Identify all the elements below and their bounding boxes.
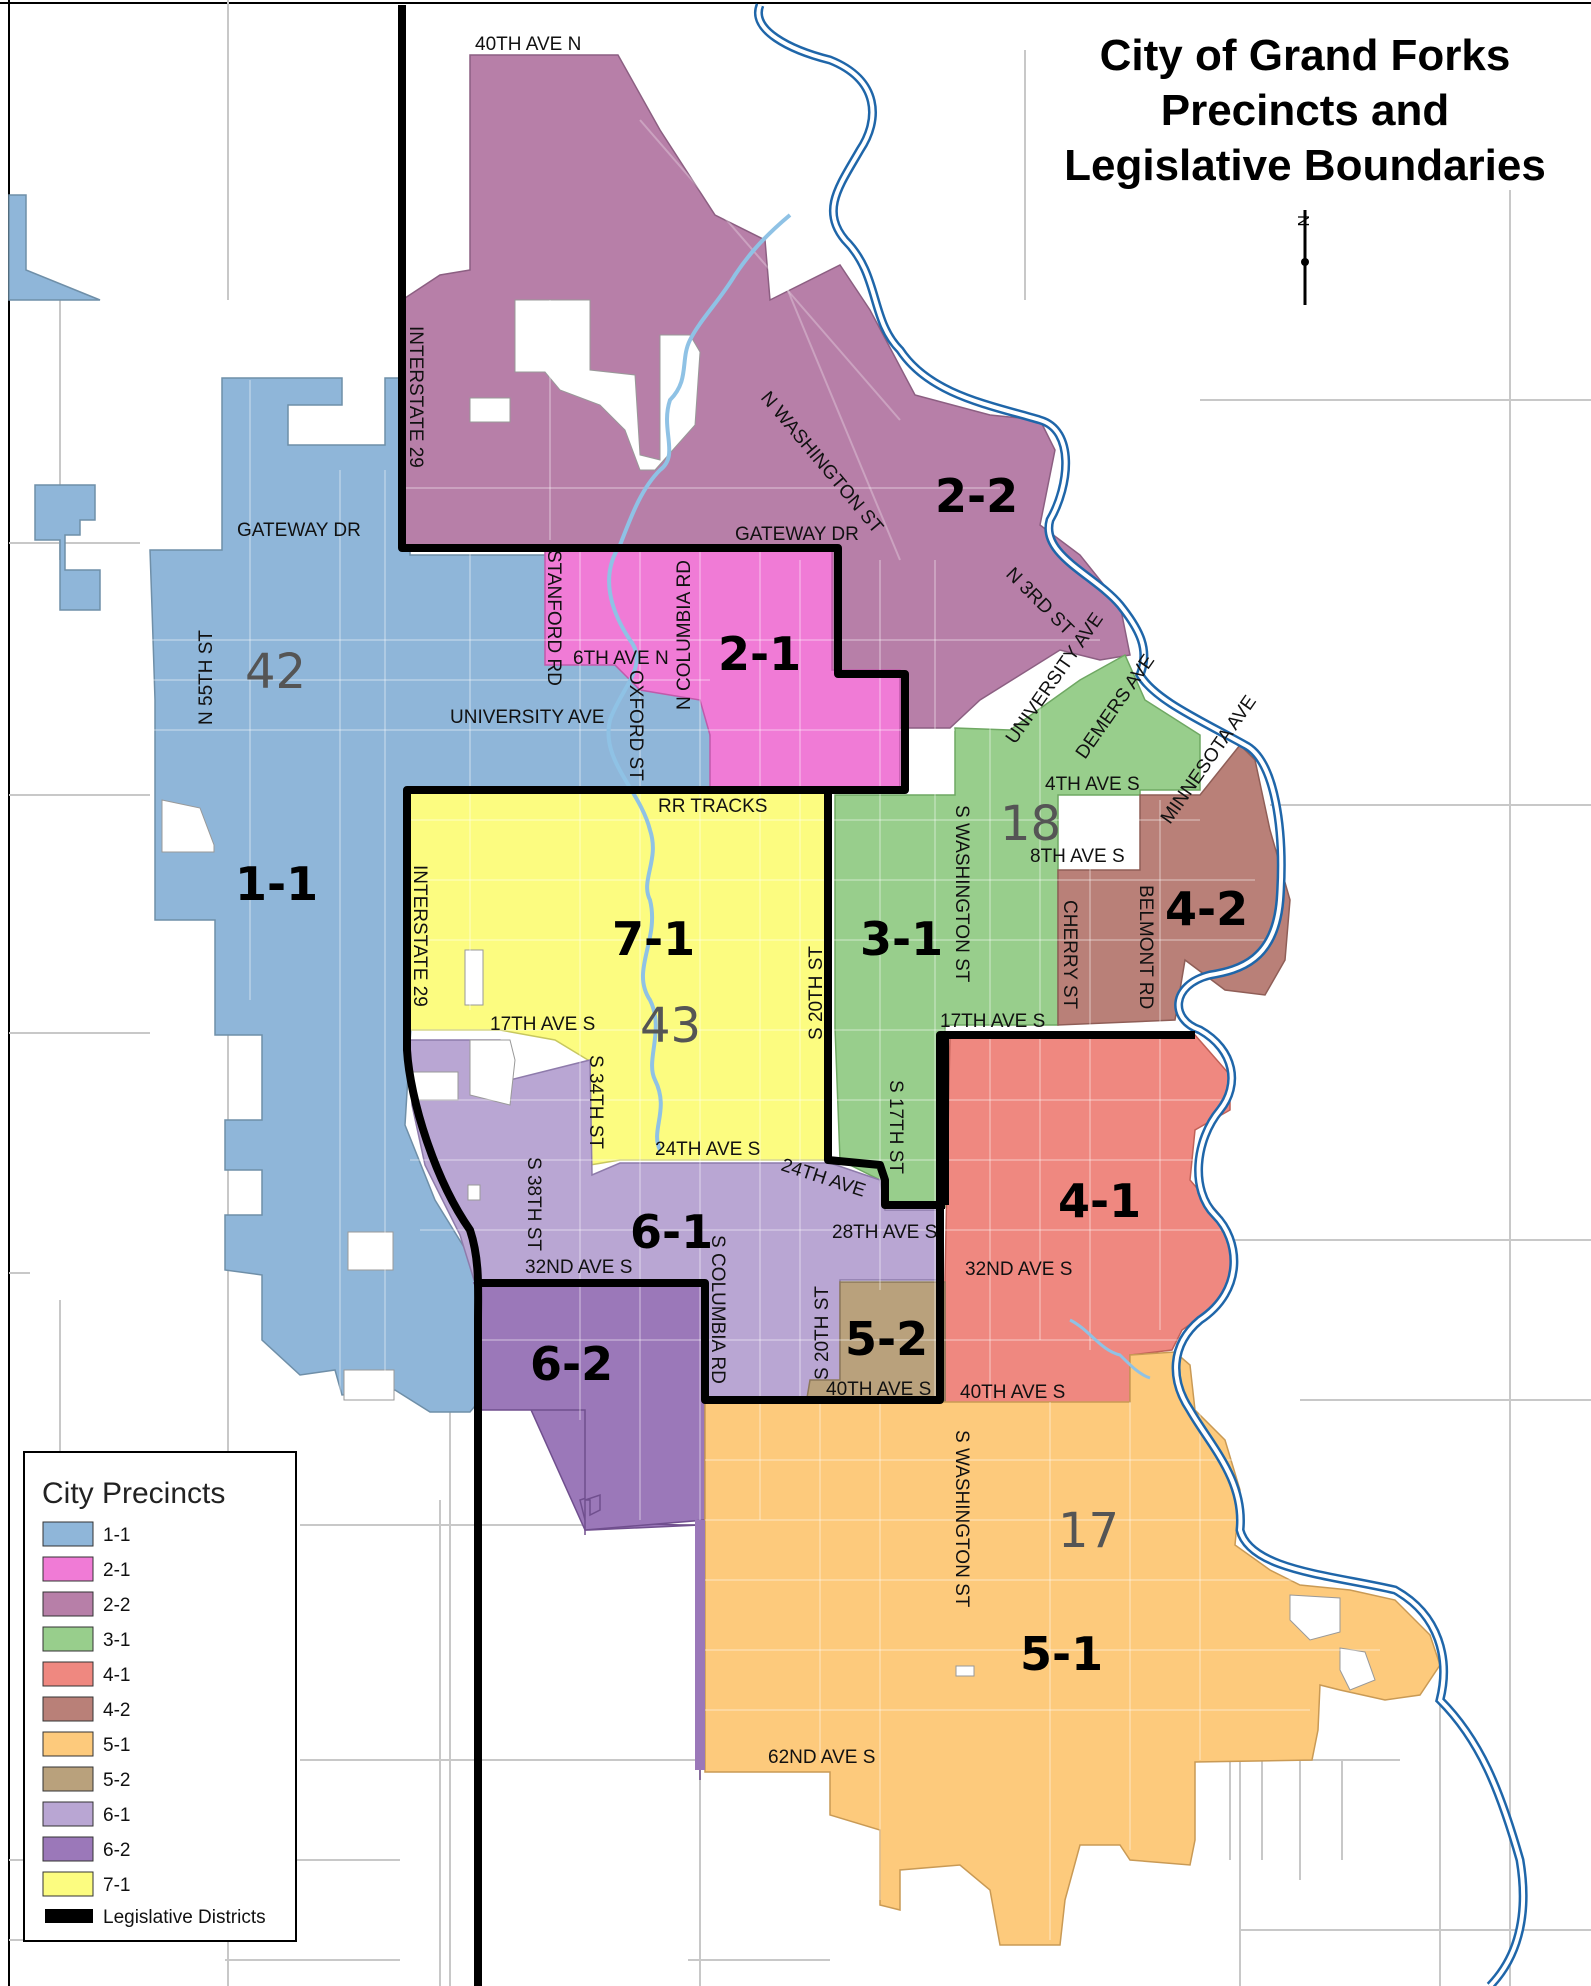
precinct-label-3-1: 3-1 [860, 912, 943, 966]
legend-label-5-1: 5-1 [103, 1735, 130, 1756]
precinct-label-5-1: 5-1 [1020, 1627, 1103, 1681]
precinct-labels: 1-1 2-1 2-2 3-1 4-1 4-2 5-1 5-2 6-1 6-2 … [235, 469, 1248, 1681]
legend-swatch-3-1 [42, 1626, 94, 1652]
precinct-label-2-1: 2-1 [718, 627, 801, 681]
precinct-2-1 [544, 547, 901, 788]
street-label: UNIVERSITY AVE [450, 707, 605, 728]
street-label: 62ND AVE S [768, 1747, 875, 1768]
legend-label-2-2: 2-2 [103, 1595, 130, 1616]
precinct-5-1 [704, 1351, 1441, 1946]
legend-label-7-1: 7-1 [103, 1875, 130, 1896]
legend-swatch-1-1 [42, 1521, 94, 1547]
legend-swatch-4-2 [42, 1696, 94, 1722]
legend-swatch-5-2 [42, 1766, 94, 1792]
precinct-label-1-1: 1-1 [235, 857, 318, 911]
legend-label-6-2: 6-2 [103, 1840, 130, 1861]
legend-label-2-1: 2-1 [103, 1560, 130, 1581]
precinct-6-2-body [474, 1282, 706, 1531]
legend-label-4-1: 4-1 [103, 1665, 130, 1686]
precinct-label-6-2: 6-2 [530, 1337, 613, 1391]
legend-swatch-2-1 [42, 1556, 94, 1582]
legend-swatch-5-1 [42, 1731, 94, 1757]
street-label: 8TH AVE S [1030, 846, 1125, 867]
street-label: 24TH AVE S [655, 1139, 760, 1160]
street-label: CHERRY ST [1059, 900, 1080, 1009]
street-label: STANFORD RD [543, 550, 564, 686]
legend: City Precincts 1-1 2-1 2-2 3-1 4-1 4-2 5-1 5-2 6… [23, 1451, 297, 1942]
street-label: S 38TH ST [523, 1157, 544, 1251]
precinct-label-6-1: 6-1 [630, 1205, 713, 1259]
street-label: S WASHINGTON ST [951, 805, 972, 983]
street-label: S 20TH ST [812, 1286, 833, 1380]
precinct-6-2-strip [695, 1520, 705, 1770]
legend-swatch-4-1 [42, 1661, 94, 1687]
legend-swatch-2-2 [42, 1591, 94, 1617]
precinct-1-1-west-parcels [8, 194, 101, 611]
precinct-label-4-1: 4-1 [1058, 1174, 1141, 1228]
street-label: INTERSTATE 29 [405, 326, 426, 468]
svg-text:N: N [1294, 215, 1311, 227]
street-label: 40TH AVE N [475, 34, 581, 55]
street-label: N COLUMBIA RD [674, 560, 695, 710]
street-label: 17TH AVE S [490, 1014, 595, 1035]
street-label: GATEWAY DR [237, 520, 361, 541]
street-label: S 17TH ST [885, 1080, 906, 1174]
map-title-line-3: Legislative Boundaries [1064, 141, 1546, 190]
legend-swatch-6-2 [42, 1836, 94, 1862]
district-number-17: 17 [1058, 1503, 1119, 1559]
street-label: 32ND AVE S [525, 1257, 632, 1278]
legend-swatch-district [45, 1909, 93, 1923]
legend-swatch-6-1 [42, 1801, 94, 1827]
legend-label-5-2: 5-2 [103, 1770, 130, 1791]
legend-label-district: Legislative Districts [103, 1907, 266, 1928]
street-label: S 20TH ST [806, 946, 827, 1040]
street-label: S WASHINGTON ST [951, 1430, 972, 1608]
legend-label-6-1: 6-1 [103, 1805, 130, 1826]
legend-label-1-1: 1-1 [103, 1525, 130, 1546]
english-coulee [606, 213, 792, 1151]
street-label: INTERSTATE 29 [409, 865, 430, 1007]
legend-title: City Precincts [42, 1477, 225, 1510]
street-label: 28TH AVE S [832, 1222, 937, 1243]
legislative-district-lines [398, 5, 1195, 1986]
map-title-line-2: Precincts and [1161, 86, 1450, 135]
precinct-label-7-1: 7-1 [612, 912, 695, 966]
street-label: 32ND AVE S [965, 1259, 1072, 1280]
district-number-42: 42 [245, 644, 306, 700]
legend-swatch-7-1 [42, 1871, 94, 1897]
street-label: 17TH AVE S [940, 1011, 1045, 1032]
street-label: BELMONT RD [1135, 885, 1156, 1009]
street-network [152, 54, 1380, 1940]
street-label: OXFORD ST [625, 670, 646, 781]
precinct-label-2-2: 2-2 [935, 469, 1018, 523]
district-numbers: 42 18 43 17 [245, 644, 1119, 1559]
coulee-branch [1069, 1318, 1151, 1380]
legend-label-4-2: 4-2 [103, 1700, 130, 1721]
street-label: S COLUMBIA RD [707, 1235, 728, 1384]
street-label: 40TH AVE S [826, 1379, 931, 1400]
precinct-label-5-2: 5-2 [845, 1312, 928, 1366]
street-label: 40TH AVE S [960, 1382, 1065, 1403]
legend-label-3-1: 3-1 [103, 1630, 130, 1651]
north-arrow-icon: N [1294, 210, 1311, 305]
precinct-label-4-2: 4-2 [1165, 882, 1248, 936]
street-label: 6TH AVE N [573, 648, 669, 669]
street-label: RR TRACKS [658, 796, 767, 817]
street-label: S 34TH ST [585, 1055, 606, 1149]
street-label: GATEWAY DR [735, 524, 859, 545]
red-river-fill [756, 4, 1526, 1986]
unincorporated-holes [161, 299, 1376, 1691]
district-number-43: 43 [640, 998, 701, 1054]
district-number-18: 18 [1000, 796, 1061, 852]
street-label: N 55TH ST [196, 630, 217, 725]
street-label: 4TH AVE S [1045, 774, 1140, 795]
map-title-line-1: City of Grand Forks [1100, 31, 1511, 80]
